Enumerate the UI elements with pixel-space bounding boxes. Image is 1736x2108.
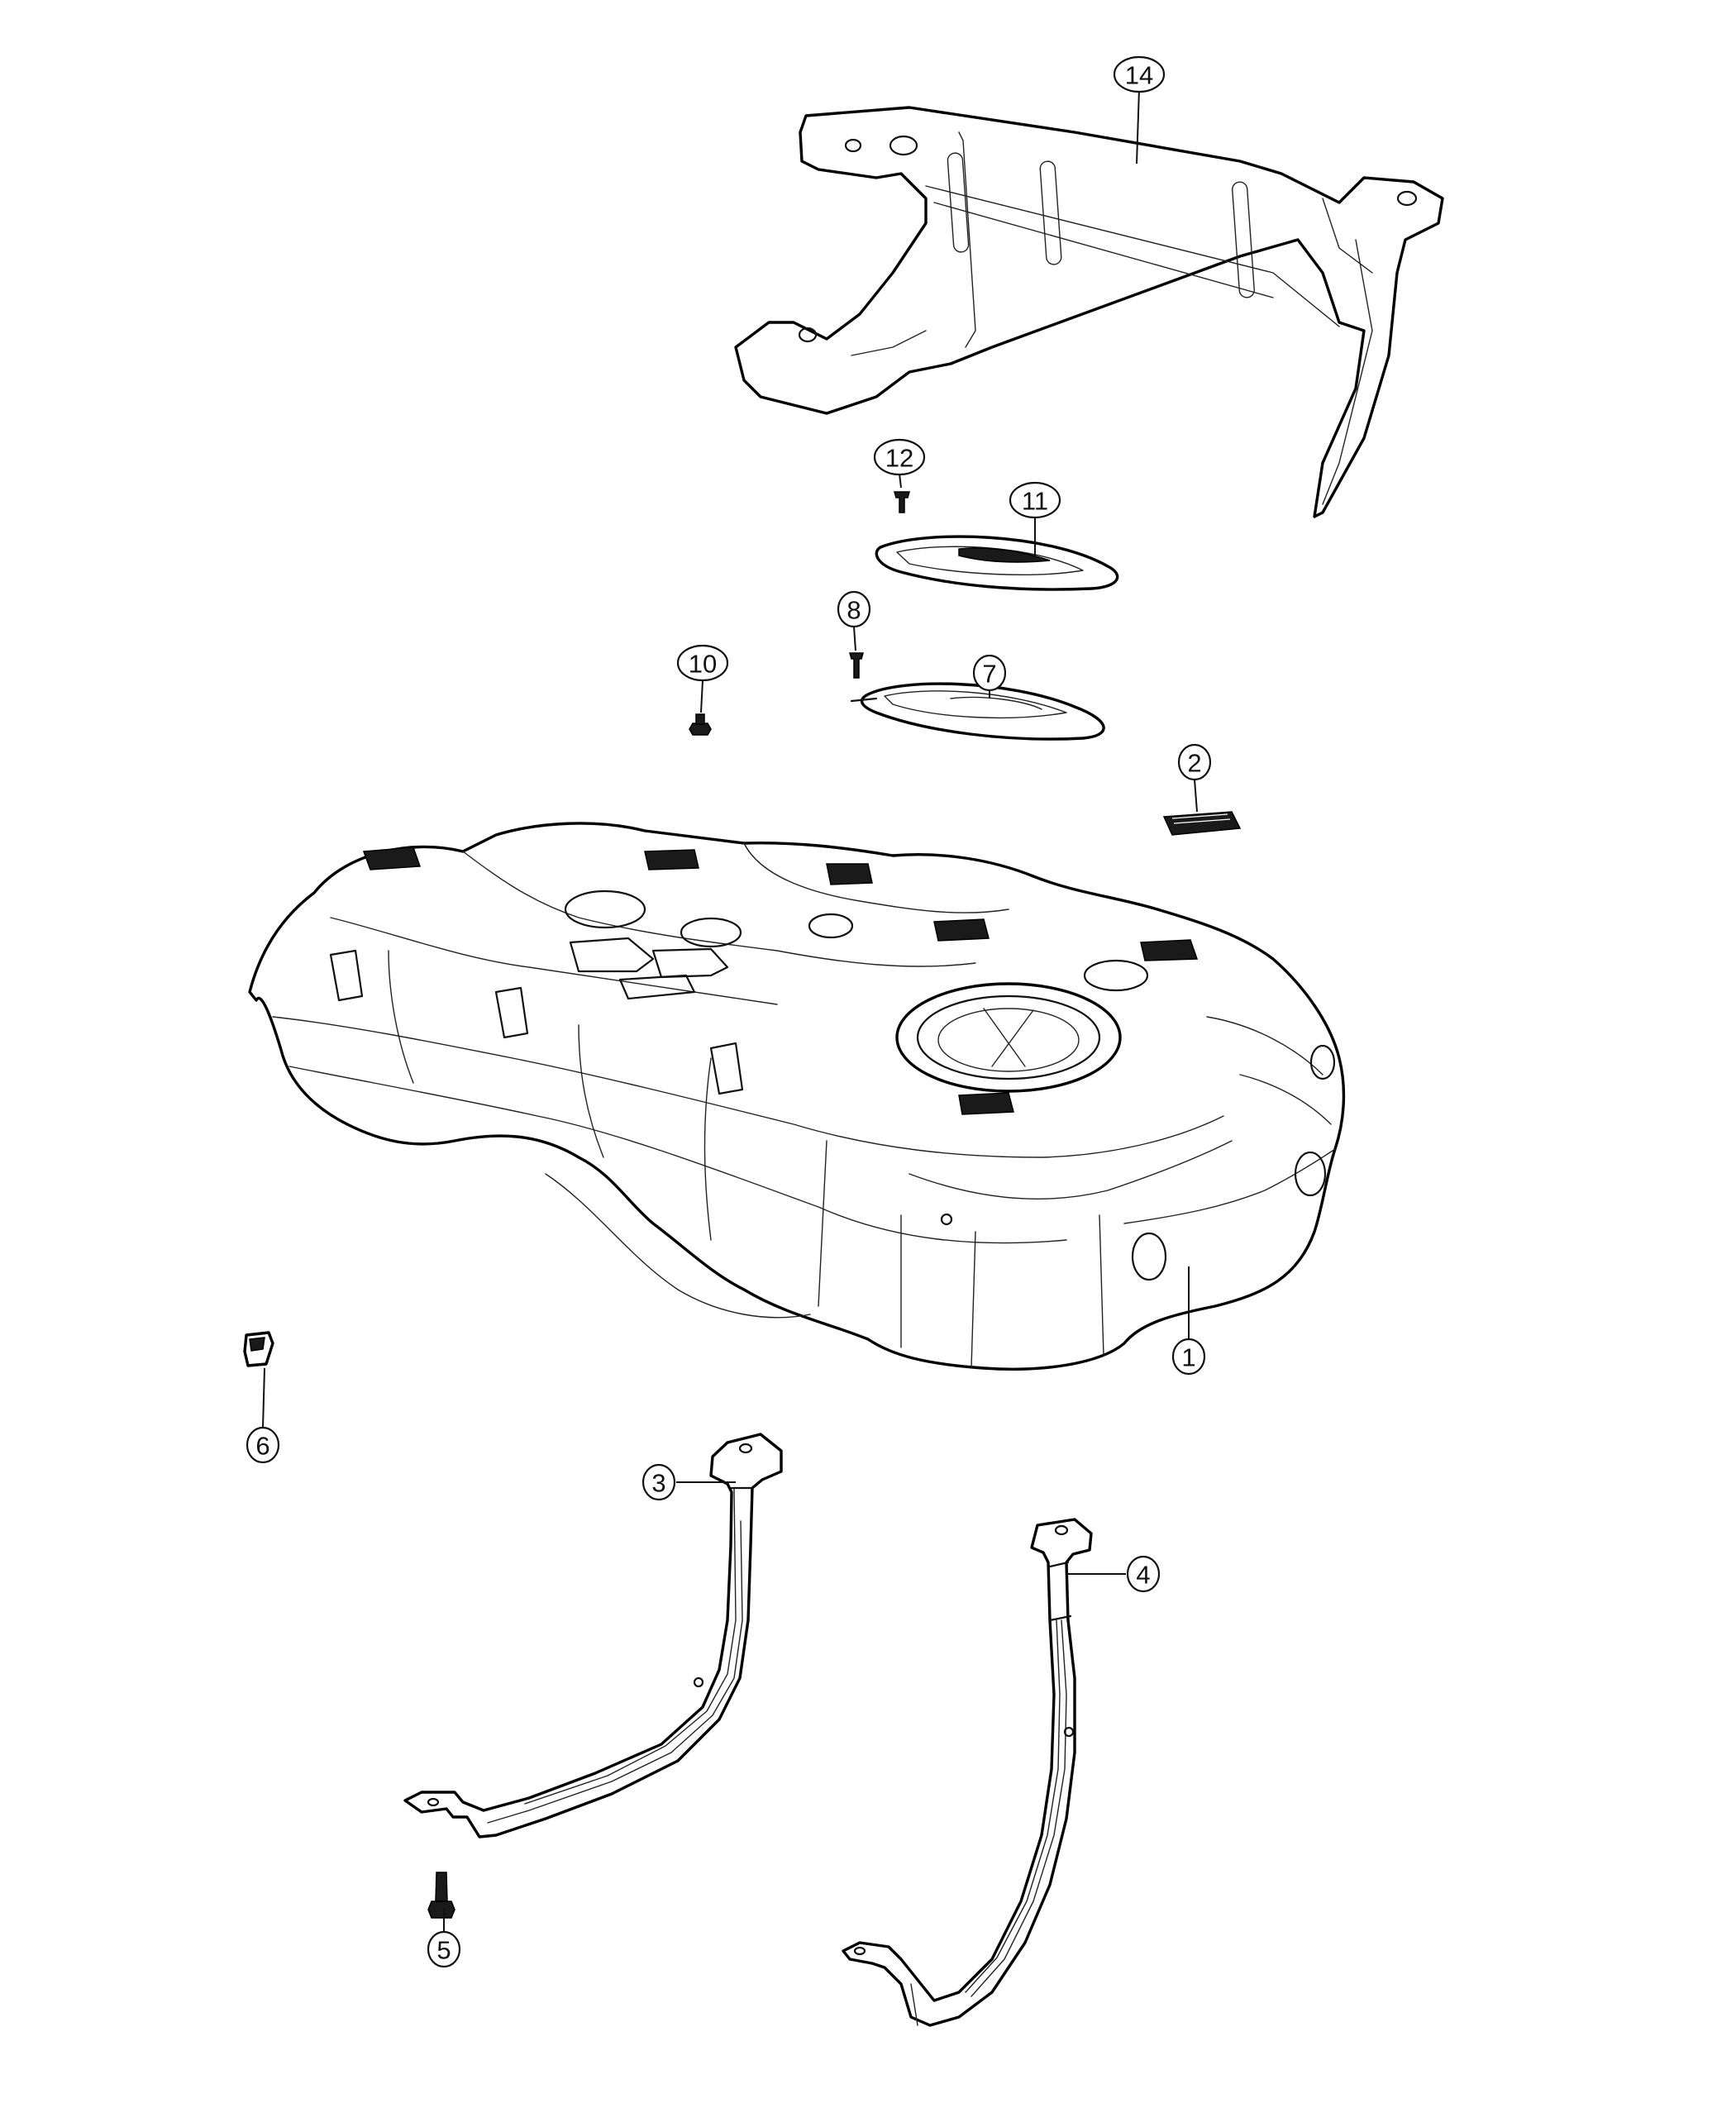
callout-3-label: 3 [651, 1469, 665, 1498]
callout-5: 5 [427, 1930, 461, 1968]
gasket-part-11 [875, 535, 1119, 591]
callout-14-label: 14 [1125, 61, 1153, 90]
seal-part-7 [850, 682, 1105, 741]
callout-1: 1 [1171, 1338, 1206, 1376]
callout-6-label: 6 [255, 1432, 269, 1461]
callout-11: 11 [1009, 481, 1061, 519]
callout-3: 3 [641, 1463, 676, 1501]
callout-12-label: 12 [885, 444, 913, 473]
leader-lines [262, 88, 1198, 1933]
callout-2: 2 [1177, 743, 1212, 781]
fuel-tank-part [248, 822, 1346, 1371]
callout-4-label: 4 [1136, 1561, 1150, 1590]
strap-part-3 [403, 1433, 783, 1839]
callout-7: 7 [972, 654, 1007, 692]
callout-10-label: 10 [689, 650, 717, 679]
callout-1-label: 1 [1181, 1343, 1195, 1372]
callout-8-label: 8 [847, 596, 861, 625]
callout-14: 14 [1113, 55, 1166, 93]
screw-part-8 [849, 652, 864, 679]
screw-part-12 [894, 491, 910, 513]
pad-part-2 [1162, 811, 1242, 836]
callout-2-label: 2 [1187, 749, 1201, 778]
heat-shield-part [734, 106, 1444, 518]
nut-part-10 [689, 713, 712, 736]
strap-part-4 [842, 1518, 1093, 2027]
callout-5-label: 5 [436, 1936, 451, 1965]
callout-11-label: 11 [1022, 487, 1048, 516]
clip-part-6 [243, 1331, 274, 1367]
callout-12: 12 [873, 438, 926, 476]
callout-10: 10 [676, 644, 729, 682]
callout-4: 4 [1126, 1555, 1161, 1593]
callout-7-label: 7 [982, 660, 996, 689]
bolt-part-5 [427, 1872, 455, 1919]
callouts: 14 12 11 8 7 10 2 1 [246, 55, 1212, 1968]
callout-8: 8 [837, 590, 871, 628]
callout-6: 6 [246, 1426, 280, 1464]
